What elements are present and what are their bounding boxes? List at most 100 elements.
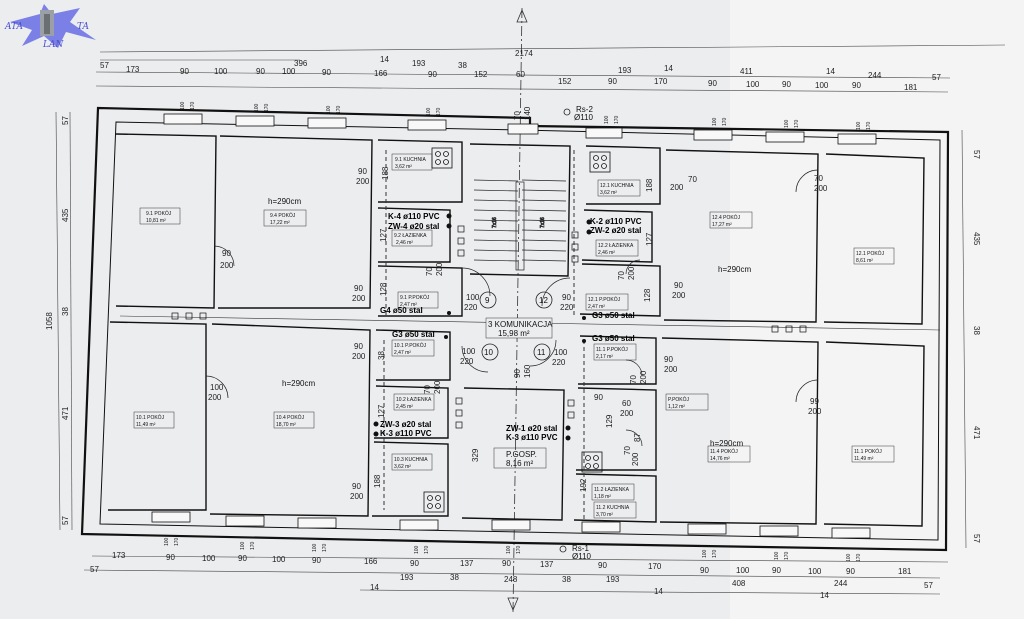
svg-text:Rs-2: Rs-2 [576, 105, 593, 114]
svg-text:100: 100 [846, 553, 852, 562]
svg-text:P.GOSP.: P.GOSP. [506, 450, 537, 459]
svg-text:435: 435 [972, 232, 981, 246]
bottom-dimensions: 173 90 100 90 100 90 166 90 137 90 137 9… [83, 551, 949, 600]
svg-text:100: 100 [326, 105, 332, 114]
svg-text:173: 173 [126, 65, 140, 74]
svg-text:18,70 m²: 18,70 m² [276, 422, 296, 428]
svg-text:2,17 m²: 2,17 m² [596, 354, 613, 360]
svg-text:200: 200 [627, 266, 636, 280]
svg-text:57: 57 [924, 581, 933, 590]
svg-text:200: 200 [352, 352, 366, 361]
svg-text:90: 90 [852, 81, 861, 90]
svg-text:170: 170 [250, 541, 256, 550]
svg-text:11.2 KUCHNIA: 11.2 KUCHNIA [596, 505, 630, 511]
left-dimensions: 57 435 1058 38 471 57 [45, 111, 73, 531]
svg-text:K-3 ø110 PVC: K-3 ø110 PVC [380, 429, 432, 438]
svg-text:160: 160 [523, 364, 532, 378]
svg-text:11.2 ŁAZIENKA: 11.2 ŁAZIENKA [594, 487, 630, 493]
svg-text:100: 100 [736, 566, 750, 575]
svg-text:90: 90 [664, 355, 673, 364]
svg-text:100: 100 [808, 567, 822, 576]
paper-light-band [730, 0, 1024, 619]
svg-text:14,76 m²: 14,76 m² [710, 456, 730, 462]
svg-text:200: 200 [356, 177, 370, 186]
svg-text:70: 70 [623, 446, 632, 455]
svg-text:h=290cm: h=290cm [710, 439, 743, 448]
svg-text:200: 200 [208, 393, 222, 402]
svg-text:200: 200 [670, 183, 684, 192]
room-9-1-p-pokoj: 9.1 P.POKÓJ 2,47 m² [397, 291, 439, 309]
svg-text:100: 100 [746, 80, 760, 89]
right-dimensions: 57 435 38 471 57 [961, 129, 981, 549]
svg-text:P.POKÓJ: P.POKÓJ [668, 396, 690, 403]
svg-text:14: 14 [370, 583, 379, 592]
svg-text:170: 170 [336, 105, 342, 114]
svg-text:137: 137 [460, 559, 474, 568]
svg-text:396: 396 [294, 59, 308, 68]
room-12-2-lazienka: 12.2 ŁAZIENKA 2,46 m² [595, 239, 639, 257]
svg-text:G4 ø50 stal: G4 ø50 stal [380, 306, 423, 315]
svg-text:170: 170 [322, 543, 328, 552]
svg-text:G3 ø50 stal: G3 ø50 stal [592, 334, 635, 343]
svg-text:100: 100 [414, 545, 420, 554]
svg-text:244: 244 [868, 71, 882, 80]
dim-overall: 2174 [515, 49, 533, 58]
svg-text:12.4 POKÓJ: 12.4 POKÓJ [712, 214, 741, 221]
svg-text:200: 200 [435, 262, 444, 276]
svg-text:90: 90 [782, 80, 791, 89]
svg-text:57: 57 [100, 61, 109, 70]
svg-text:200: 200 [672, 291, 686, 300]
svg-text:14: 14 [380, 55, 389, 64]
interior-walls [108, 133, 925, 527]
svg-text:100: 100 [210, 383, 224, 392]
svg-text:90: 90 [354, 342, 363, 351]
svg-text:100: 100 [254, 103, 260, 112]
windows-top [163, 113, 877, 145]
svg-text:10.3 KUCHNIA: 10.3 KUCHNIA [394, 457, 428, 463]
svg-text:G3 ø50 stal: G3 ø50 stal [392, 330, 435, 339]
svg-text:192: 192 [579, 478, 588, 492]
svg-text:170: 170 [794, 119, 800, 128]
top-dimensions: 2174 396 14 193 38 57 173 90 100 90 100 … [95, 44, 1006, 93]
svg-text:188: 188 [645, 178, 654, 192]
svg-text:57: 57 [932, 73, 941, 82]
svg-text:170: 170 [784, 551, 790, 560]
door-mark-9: 9 [485, 296, 490, 305]
svg-text:12.1 KUCHNIA: 12.1 KUCHNIA [600, 183, 634, 189]
svg-text:Ø110: Ø110 [574, 113, 594, 122]
svg-text:7x16: 7x16 [540, 217, 546, 228]
atalan-logo: ATA TA LAN [4, 4, 96, 50]
svg-text:100: 100 [462, 347, 476, 356]
svg-text:Rs-1: Rs-1 [572, 544, 589, 553]
room-9-1-pokoj: 9.1 POKÓJ 10,81 m² [139, 207, 181, 225]
svg-text:248: 248 [504, 575, 518, 584]
room-11-1-p-pokoj: 11.1 P.POKÓJ 2,17 m² [593, 343, 637, 361]
svg-text:100: 100 [164, 537, 170, 546]
svg-text:411: 411 [740, 67, 753, 76]
svg-text:ZW-2 ø20 stal: ZW-2 ø20 stal [590, 226, 641, 235]
svg-text:188: 188 [373, 474, 382, 488]
svg-text:70: 70 [513, 111, 522, 120]
svg-text:100: 100 [815, 81, 829, 90]
svg-text:38: 38 [562, 575, 571, 584]
svg-text:38: 38 [377, 351, 386, 360]
svg-text:11,49 m²: 11,49 m² [136, 422, 156, 428]
room-11-4-pokoj: 11.4 POKÓJ 14,76 m² [707, 445, 751, 463]
svg-text:7x16: 7x16 [492, 217, 498, 228]
svg-text:10.2 ŁAZIENKA: 10.2 ŁAZIENKA [396, 397, 432, 403]
svg-text:200: 200 [352, 294, 366, 303]
height-labels: h=290cm h=290cm h=290cm h=290cm [268, 197, 751, 448]
svg-text:90: 90 [598, 561, 607, 570]
svg-text:100: 100 [312, 543, 318, 552]
svg-text:140: 140 [523, 106, 532, 120]
svg-text:57: 57 [90, 565, 99, 574]
svg-text:2,46 m²: 2,46 m² [396, 240, 413, 246]
svg-text:3,62 m²: 3,62 m² [395, 164, 412, 170]
svg-text:100: 100 [272, 555, 286, 564]
kitchen-stoves [423, 147, 611, 513]
svg-text:329: 329 [471, 448, 480, 462]
svg-text:90: 90 [502, 559, 511, 568]
svg-text:129: 129 [605, 414, 614, 428]
svg-text:1,18 m²: 1,18 m² [594, 494, 611, 500]
